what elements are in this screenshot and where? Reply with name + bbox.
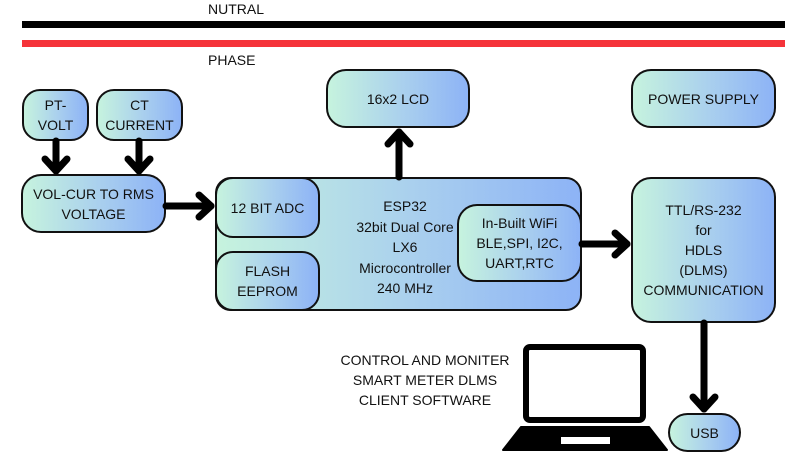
lcd-block: 16x2 LCD [326, 69, 470, 128]
lcd-label: 16x2 LCD [366, 90, 430, 107]
esp32-label: ESP32 32bit Dual Core LX6 Microcontrolle… [356, 198, 454, 296]
flash-eeprom-block: FLASH EEPROM [215, 251, 320, 311]
laptop-icon [502, 344, 668, 451]
arrow-pt-to-rms [41, 137, 71, 175]
arrow-rms-to-adc [162, 191, 215, 221]
usb-block: USB [668, 413, 741, 452]
wifi-peripherals-block: In-Built WiFi BLE,SPI, I2C, UART,RTC [457, 204, 582, 282]
client-software-caption: CONTROL AND MONITER SMART METER DLMS CLI… [340, 352, 510, 408]
arrow-esp32-to-lcd [384, 128, 414, 181]
usb-label: USB [690, 424, 719, 441]
adc-block: 12 BIT ADC [215, 177, 320, 238]
ct-current-block: CT CURRENT [96, 89, 183, 141]
arrow-wifi-to-ttl [578, 229, 631, 259]
pt-volt-block: PT- VOLT [22, 89, 89, 141]
neutral-label: NUTRAL [208, 1, 265, 17]
adc-label: 12 BIT ADC [230, 199, 305, 216]
neutral-line [22, 21, 785, 28]
phase-label: PHASE [208, 52, 256, 68]
ct-current-label: CT CURRENT [105, 97, 174, 133]
power-supply-block: POWER SUPPLY [631, 69, 776, 128]
flash-eeprom-label: FLASH EEPROM [237, 263, 298, 299]
power-supply-label: POWER SUPPLY [648, 90, 759, 107]
ttl-rs232-label: TTL/RS-232 for HDLS (DLMS) COMMUNICATION [643, 202, 764, 298]
wifi-peripherals-label: In-Built WiFi BLE,SPI, I2C, UART,RTC [476, 215, 563, 271]
rms-converter-label: VOL-CUR TO RMS VOLTAGE [33, 185, 154, 222]
arrow-ttl-to-usb [689, 319, 719, 413]
phase-line [22, 40, 785, 47]
arrow-ct-to-rms [124, 137, 154, 175]
ttl-rs232-block: TTL/RS-232 for HDLS (DLMS) COMMUNICATION [631, 177, 776, 323]
pt-volt-label: PT- VOLT [37, 97, 74, 133]
